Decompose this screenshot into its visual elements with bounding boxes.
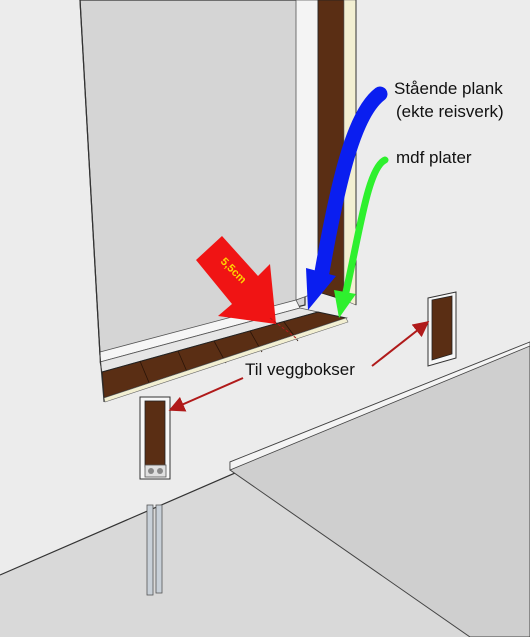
green-arrow — [334, 156, 389, 318]
wall-boxes-label: Til veggbokser — [245, 360, 355, 379]
pointer-arrow-left — [168, 377, 244, 412]
standing-plank-label-line1: Stående plank — [394, 79, 503, 98]
wall-box-right — [427, 291, 457, 367]
mdf-label: mdf plater — [396, 148, 472, 167]
blue-arrow — [306, 86, 388, 310]
wall-box-left — [139, 396, 171, 480]
red-arrow: 5,5cm — [196, 236, 297, 339]
conduit-pipes — [146, 504, 163, 596]
pointer-arrow-right — [371, 321, 430, 367]
standing-plank-label-line2: (ekte reisverk) — [396, 102, 504, 121]
floor-board — [229, 341, 530, 637]
